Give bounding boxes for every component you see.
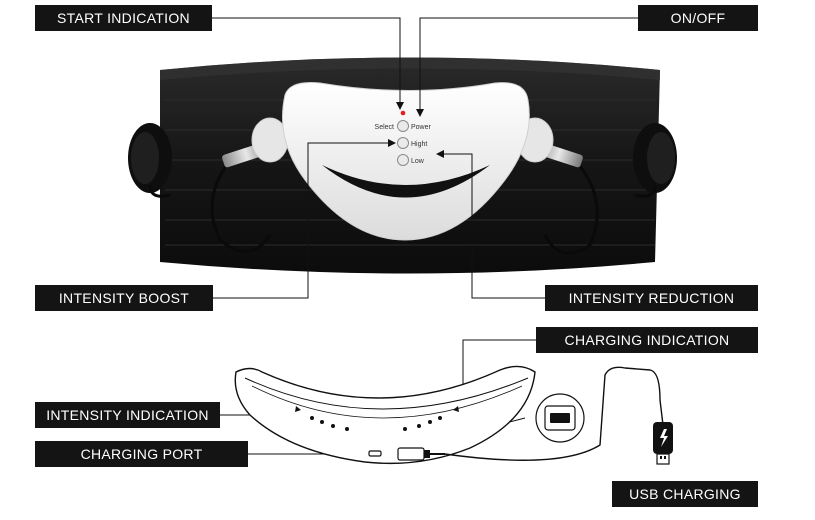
low-text: Low (411, 158, 425, 165)
power-button[interactable] (397, 120, 409, 132)
label-charging-port: CHARGING PORT (35, 441, 248, 467)
left-cable (210, 159, 272, 253)
label-intensity-indication: INTENSITY INDICATION (35, 402, 220, 428)
start-indicator-led (400, 110, 406, 116)
power-text: Power (411, 124, 432, 131)
low-button[interactable] (397, 154, 409, 166)
label-start-indication: START INDICATION (35, 5, 212, 31)
usb-cable (444, 366, 664, 461)
label-charging-indication: CHARGING INDICATION (536, 327, 758, 353)
hight-text: Hight (411, 141, 427, 148)
select-text: Select (375, 124, 395, 131)
label-on-off: ON/OFF (638, 5, 758, 31)
device-side-view (234, 365, 536, 465)
left-knob (128, 123, 172, 193)
port-zoom-inset (535, 393, 585, 443)
charging-port (368, 450, 382, 457)
intensity-indicator-dots (310, 416, 442, 431)
label-intensity-reduction: INTENSITY REDUCTION (545, 285, 758, 311)
label-intensity-boost: INTENSITY BOOST (35, 285, 213, 311)
label-usb-charging: USB CHARGING (612, 481, 758, 507)
right-knob (633, 123, 677, 193)
usb-plug (653, 422, 673, 465)
high-button[interactable] (397, 137, 409, 149)
right-cable (543, 159, 599, 255)
left-connector (222, 117, 289, 168)
smile-accent (322, 165, 490, 198)
